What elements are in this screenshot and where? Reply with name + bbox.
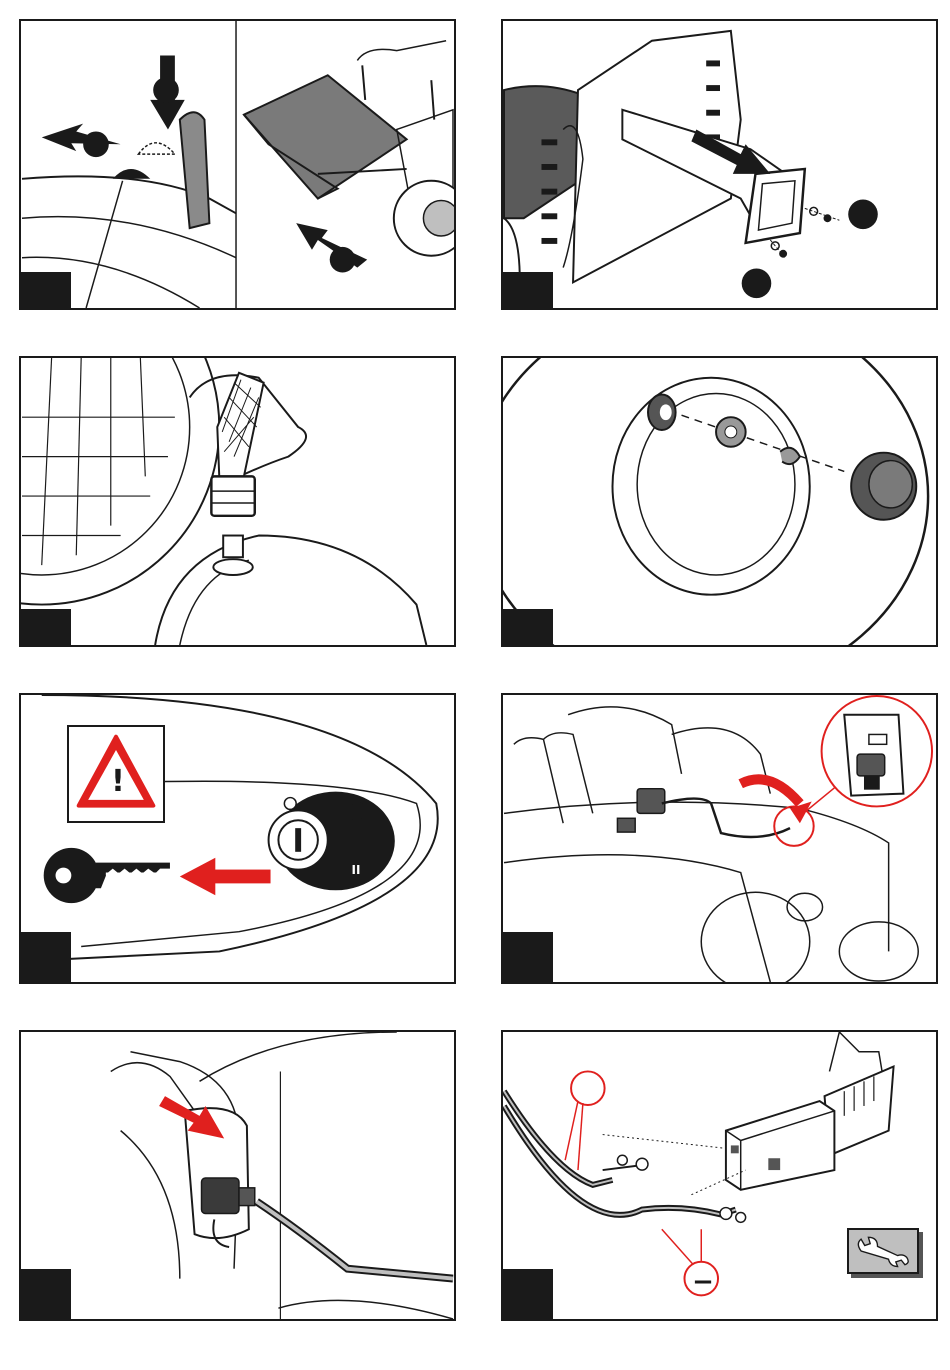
hose-connector-drawing (21, 358, 454, 645)
panel-7-charger-plug (19, 1030, 456, 1321)
battery-negative-mark: − (687, 1264, 719, 1300)
panel-1-collector (19, 19, 456, 310)
step-badge (503, 272, 553, 308)
step-badge (503, 1269, 553, 1319)
collector-lever-drawing (21, 21, 454, 308)
discharge-chute-drawing (503, 21, 936, 308)
wheel-hub-drawing (503, 358, 936, 645)
panel-5-ignition: ! I II (19, 693, 456, 984)
battery-connector-drawing (503, 695, 936, 982)
battery-cables-drawing (503, 1032, 936, 1319)
panel-4-wheel (501, 356, 938, 647)
arrow-up-left (296, 223, 367, 272)
warning-exclamation: ! (69, 765, 167, 799)
warning-sign: ! (67, 725, 165, 823)
panel-3-hose (19, 356, 456, 647)
step-badge (21, 609, 71, 645)
step-badge (21, 1269, 71, 1319)
red-arrow-left (180, 858, 271, 895)
key-icon (44, 848, 170, 903)
arrow-down (150, 56, 185, 130)
step-badge (21, 272, 71, 308)
ignition-position-ii: II (348, 863, 364, 877)
arrow-left (42, 124, 121, 158)
step-badge (503, 932, 553, 982)
step-badge (503, 609, 553, 645)
panel-2-discharge (501, 19, 938, 310)
charger-plug-drawing (21, 1032, 454, 1319)
panel-8-battery-cables: − (501, 1030, 938, 1321)
wrench-icon (847, 1228, 919, 1274)
panel-6-battery-connector (501, 693, 938, 984)
step-badge (21, 932, 71, 982)
ignition-position-i: I (316, 832, 330, 846)
